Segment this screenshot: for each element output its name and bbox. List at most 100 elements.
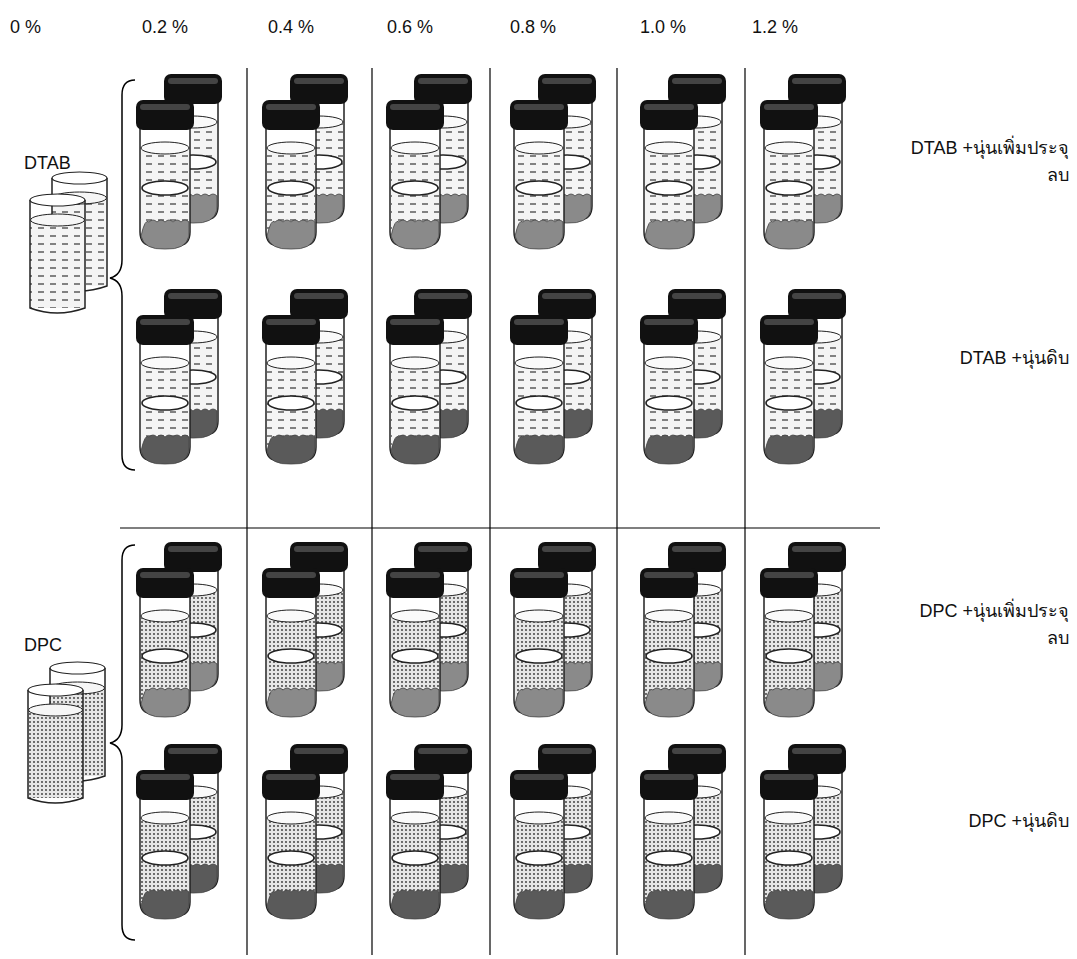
mesh-disc: [268, 181, 314, 195]
liquid: [141, 148, 189, 232]
cap-highlight: [266, 319, 316, 325]
liquid-surface: [515, 812, 563, 824]
cap-highlight: [792, 748, 842, 754]
liquid: [391, 616, 439, 700]
column-header: 1.2 %: [752, 14, 798, 41]
liquid-surface: [391, 142, 439, 154]
vial: [136, 315, 194, 464]
sediment: [141, 220, 189, 249]
liquid: [645, 148, 693, 232]
vial-cap: [290, 289, 348, 319]
vial: [386, 100, 444, 249]
vial-cap: [760, 568, 818, 598]
cap-highlight: [390, 319, 440, 325]
vial-rim: [30, 194, 85, 206]
vial: [386, 770, 444, 919]
cap-highlight: [390, 774, 440, 780]
vial-cap: [538, 542, 596, 572]
liquid: [391, 363, 439, 447]
vial-cap: [290, 542, 348, 572]
vial-cap: [788, 74, 846, 104]
liquid: [141, 363, 189, 447]
sediment: [267, 435, 315, 464]
cap-highlight: [764, 774, 814, 780]
vial-cap: [386, 100, 444, 130]
liquid-surface: [645, 812, 693, 824]
liquid-surface: [141, 357, 189, 369]
liquid-surface: [267, 610, 315, 622]
liquid-surface: [645, 610, 693, 622]
liquid-surface: [267, 812, 315, 824]
cap-highlight: [168, 546, 218, 552]
vial-cap: [760, 315, 818, 345]
vial-cap: [414, 542, 472, 572]
liquid: [141, 616, 189, 700]
vial-rim: [50, 662, 105, 674]
sediment: [645, 220, 693, 249]
brackets: [110, 80, 135, 940]
vial-cap: [668, 542, 726, 572]
mesh-disc: [268, 851, 314, 865]
vial: [510, 770, 568, 919]
cap-highlight: [542, 546, 592, 552]
liquid: [515, 148, 563, 232]
mesh-disc: [142, 851, 188, 865]
cap-highlight: [140, 572, 190, 578]
cap-highlight: [672, 78, 722, 84]
mesh-disc: [142, 396, 188, 410]
group-label: DPC +นุ่นดิบ: [899, 808, 1069, 835]
cap-highlight: [390, 572, 440, 578]
liquid: [645, 818, 693, 902]
column-header: 1.0 %: [640, 14, 686, 41]
liquid-surface: [765, 142, 813, 154]
cap-highlight: [644, 774, 694, 780]
vial: [386, 315, 444, 464]
cap-highlight: [266, 774, 316, 780]
vial-cap: [668, 289, 726, 319]
mesh-disc: [516, 851, 562, 865]
cap-highlight: [514, 572, 564, 578]
cap-highlight: [418, 78, 468, 84]
mesh-disc: [516, 649, 562, 663]
group-label: DTAB +นุ่นดิบ: [899, 345, 1069, 372]
vial-cap: [538, 289, 596, 319]
liquid-surface: [515, 357, 563, 369]
liquid: [515, 616, 563, 700]
cap-highlight: [542, 293, 592, 299]
vial-cap: [668, 74, 726, 104]
row-label: DTAB: [24, 150, 71, 177]
mesh-disc: [646, 181, 692, 195]
vial: [262, 100, 320, 249]
sediment: [645, 435, 693, 464]
vial-cap: [414, 289, 472, 319]
vial: [760, 100, 818, 249]
vial-cap: [164, 74, 222, 104]
cap-highlight: [764, 572, 814, 578]
cap-highlight: [792, 293, 842, 299]
vial: [510, 315, 568, 464]
liquid: [645, 363, 693, 447]
liquid: [765, 616, 813, 700]
vial-cap: [290, 744, 348, 774]
liquid: [391, 148, 439, 232]
vial-cap: [136, 315, 194, 345]
sediment: [515, 890, 563, 919]
sediment: [645, 688, 693, 717]
vial-cap: [164, 744, 222, 774]
liquid: [267, 148, 315, 232]
group-label: DTAB +นุ่นเพิ่มประจุลบ: [899, 135, 1069, 189]
liquid-surface: [141, 812, 189, 824]
row-label: DPC: [24, 632, 62, 659]
vial-cap: [640, 100, 698, 130]
sediment: [391, 220, 439, 249]
vial-cap: [136, 770, 194, 800]
vial-rim: [28, 684, 83, 696]
mesh-disc: [142, 181, 188, 195]
sediment: [765, 220, 813, 249]
cap-highlight: [764, 104, 814, 110]
vial: [136, 100, 194, 249]
vial-cap: [510, 568, 568, 598]
vial: [640, 568, 698, 717]
column-header: 0.2 %: [142, 14, 188, 41]
liquid-surface: [141, 142, 189, 154]
